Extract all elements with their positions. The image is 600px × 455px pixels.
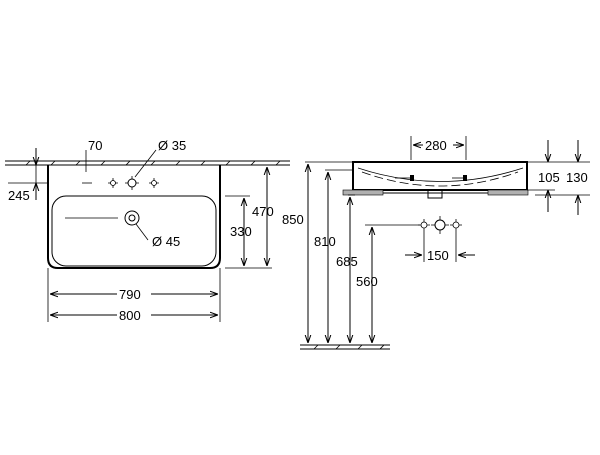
side-view: 280 105 130 xyxy=(282,136,590,350)
tap-hole-right-icon xyxy=(149,178,159,188)
inner-bowl xyxy=(51,195,217,267)
dim-280-label: 280 xyxy=(425,138,447,153)
dim-dia45-label: Ø 45 xyxy=(152,234,180,249)
dim-105-label: 105 xyxy=(538,170,560,185)
dim-800-label: 800 xyxy=(119,308,141,323)
dim-470-label: 470 xyxy=(252,204,274,219)
connection-center-icon xyxy=(431,216,449,234)
dim-560-label: 560 xyxy=(356,274,378,289)
front-view: 70 Ø 35 245 470 330 Ø 45 790 800 xyxy=(5,138,290,323)
floor-line xyxy=(300,344,390,350)
connection-right-icon xyxy=(450,219,462,231)
wall-line xyxy=(5,160,290,166)
counter-slab-left xyxy=(342,189,384,196)
drain-icon xyxy=(65,210,140,226)
dim-dia35-label: Ø 35 xyxy=(158,138,186,153)
dim-245-label: 245 xyxy=(8,188,30,203)
tap-hole-left-icon xyxy=(108,178,118,188)
counter-slab-right xyxy=(487,189,529,196)
dim-70-label: 70 xyxy=(88,138,102,153)
tap-hole-center-icon xyxy=(125,176,139,190)
dim-130-label: 130 xyxy=(566,170,588,185)
dim-150-label: 150 xyxy=(427,248,449,263)
connection-left-icon xyxy=(418,219,430,231)
dim-685-label: 685 xyxy=(336,254,358,269)
tap-holes xyxy=(82,176,159,190)
dim-850-label: 850 xyxy=(282,212,304,227)
dim-330-label: 330 xyxy=(230,224,252,239)
waste-outlet xyxy=(427,189,443,199)
connection-points xyxy=(418,216,462,234)
profile-holes xyxy=(395,175,467,181)
dim-790-label: 790 xyxy=(119,287,141,302)
dim-810-label: 810 xyxy=(314,234,336,249)
basin-outline xyxy=(47,165,221,269)
